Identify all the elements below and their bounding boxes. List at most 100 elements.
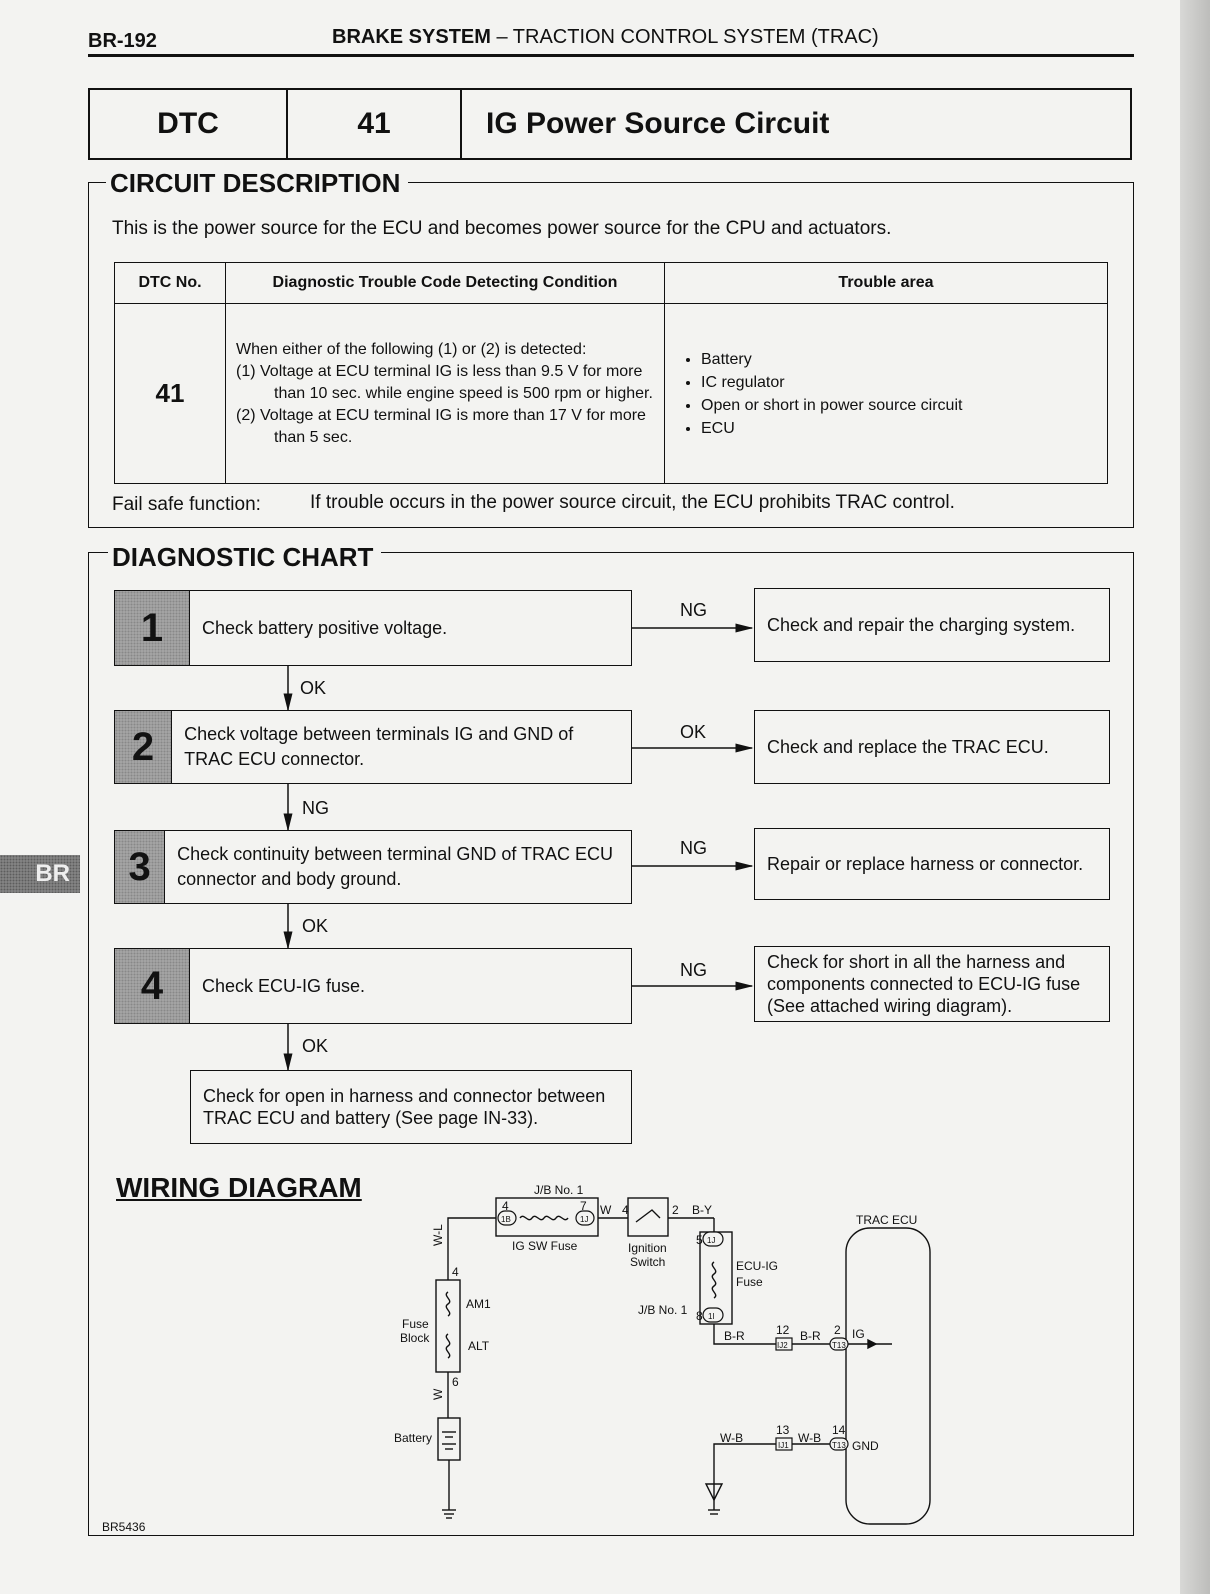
step-text: Check continuity between terminal GND of… — [177, 844, 614, 889]
connector-box — [775, 1437, 793, 1451]
diagnostic-chart-title: DIAGNOSTIC CHART — [108, 542, 382, 573]
step-3-result: Repair or replace harness or connector. — [754, 828, 1110, 900]
connector-label: T13 — [832, 1341, 846, 1350]
wd-label: W-L — [431, 1224, 445, 1246]
pin-label: 13 — [776, 1423, 790, 1437]
step-4-side-label: NG — [680, 960, 707, 980]
page-edge — [1180, 0, 1210, 1594]
wd-label: W-B — [720, 1431, 743, 1445]
pin-label: 4 — [622, 1203, 629, 1217]
wd-label: Fuse — [736, 1275, 763, 1289]
fail-safe-text: If trouble occurs in the power source ci… — [310, 492, 955, 513]
pin-label: 12 — [776, 1323, 790, 1337]
pin-label: 2 — [834, 1323, 841, 1337]
ig-sw-fuse-box — [495, 1197, 599, 1237]
diagnostic-chart-section — [88, 552, 1134, 1536]
alt-fuse-symbol — [445, 1333, 451, 1359]
wd-label: ALT — [468, 1339, 490, 1353]
step-1-down-label: OK — [300, 678, 327, 698]
wd-label: IG — [852, 1327, 865, 1341]
ground-symbol — [704, 1483, 724, 1502]
dtc-table-trouble-area: Battery IC regulator Open or short in po… — [664, 303, 1108, 484]
am1-fuse-symbol — [445, 1291, 451, 1317]
section-header-rest: – TRACTION CONTROL SYSTEM (TRAC) — [490, 26, 879, 48]
wd-label: Block — [400, 1331, 430, 1345]
step-number: 1 — [115, 591, 190, 665]
condition-1: (1) Voltage at ECU terminal IG is less t… — [236, 362, 653, 402]
ignition-switch-box — [627, 1197, 669, 1237]
step-2-result: Check and replace the TRAC ECU. — [754, 710, 1110, 784]
step-1: 1 Check battery positive voltage. — [114, 590, 632, 666]
condition-2: (2) Voltage at ECU terminal IG is more t… — [236, 406, 646, 446]
fuse-block-box — [435, 1279, 461, 1373]
ecu-ig-fuse-symbol — [711, 1261, 717, 1299]
fail-safe-label: Fail safe function: — [112, 494, 261, 515]
step-2: 2 Check voltage between terminals IG and… — [114, 710, 632, 784]
pin-label: 8 — [696, 1309, 703, 1323]
dtc-table: DTC No. Diagnostic Trouble Code Detectin… — [114, 262, 1108, 484]
step-3-down-label: OK — [302, 916, 329, 936]
dtc-table-code: 41 — [114, 303, 226, 484]
trac-ecu-box — [845, 1227, 931, 1525]
wd-label: Fuse — [402, 1317, 429, 1331]
connector-oval — [702, 1307, 724, 1323]
wd-label: J/B No. 1 — [638, 1303, 688, 1317]
step-text: Check voltage between terminals IG and G… — [184, 724, 574, 769]
trouble-area-item: Battery — [701, 348, 1097, 371]
wd-label: TRAC ECU — [856, 1213, 917, 1227]
step-text: Check battery positive voltage. — [202, 617, 448, 638]
dtc-title: IG Power Source Circuit — [486, 107, 830, 140]
ig-sw-fuse-symbol — [519, 1215, 569, 1221]
step-number: 4 — [115, 949, 190, 1023]
dtc-table-header: Diagnostic Trouble Code Detecting Condit… — [225, 262, 665, 304]
step-4: 4 Check ECU-IG fuse. — [114, 948, 632, 1024]
wire-wl — [447, 1217, 496, 1280]
step-1-side-label: NG — [680, 600, 707, 620]
wd-label: Switch — [630, 1255, 665, 1269]
connector-box — [775, 1337, 793, 1351]
condition-intro: When either of the following (1) or (2) … — [236, 340, 587, 358]
wd-label: B-Y — [692, 1203, 712, 1217]
step-1-result: Check and repair the charging system. — [754, 588, 1110, 662]
wire-br-1 — [713, 1324, 776, 1345]
connector-label: 1J — [707, 1236, 715, 1245]
pin-label: 2 — [672, 1203, 679, 1217]
wd-label: J/B No. 1 — [534, 1183, 584, 1197]
pin-label: 5 — [696, 1233, 703, 1247]
pin-label: 6 — [452, 1375, 459, 1389]
step-text: Check ECU-IG fuse. — [202, 975, 366, 996]
connector-label: T13 — [832, 1441, 846, 1450]
connector-label: IJ1 — [778, 1441, 789, 1450]
dtc-label: DTC — [90, 90, 288, 158]
dtc-code: 41 — [288, 90, 462, 158]
wd-label: W — [600, 1203, 612, 1217]
header-rule — [88, 54, 1134, 57]
section-header: BRAKE SYSTEM – TRACTION CONTROL SYSTEM (… — [332, 26, 879, 49]
wd-label: W-B — [798, 1431, 821, 1445]
step-4-result: Check for short in all the harness and c… — [754, 946, 1110, 1022]
trouble-area-item: Open or short in power source circuit — [701, 394, 1097, 417]
final-step: Check for open in harness and connector … — [190, 1070, 632, 1144]
wd-label: Battery — [394, 1431, 432, 1445]
wd-label: Ignition — [628, 1241, 667, 1255]
connector-oval — [829, 1437, 849, 1451]
dtc-table-header: Trouble area — [664, 262, 1108, 304]
trouble-area-item: IC regulator — [701, 371, 1097, 394]
ignition-switch-symbol — [635, 1209, 661, 1223]
step-3-side-label: NG — [680, 838, 707, 858]
wd-label: B-R — [800, 1329, 821, 1343]
wd-label: ECU-IG — [736, 1259, 778, 1273]
dtc-bar: DTC 41 IG Power Source Circuit — [88, 88, 1132, 160]
page-number: BR-192 — [88, 30, 157, 52]
figure-code: BR5436 — [102, 1520, 146, 1534]
connector-label: IJ2 — [777, 1341, 788, 1350]
connector-label: 1I — [708, 1312, 715, 1321]
step-3: 3 Check continuity between terminal GND … — [114, 830, 632, 904]
connector-oval — [575, 1210, 595, 1226]
circuit-description-text: This is the power source for the ECU and… — [112, 218, 892, 239]
connector-oval — [829, 1337, 849, 1351]
trouble-area-item: ECU — [701, 417, 1097, 440]
wd-label: B-R — [724, 1329, 745, 1343]
